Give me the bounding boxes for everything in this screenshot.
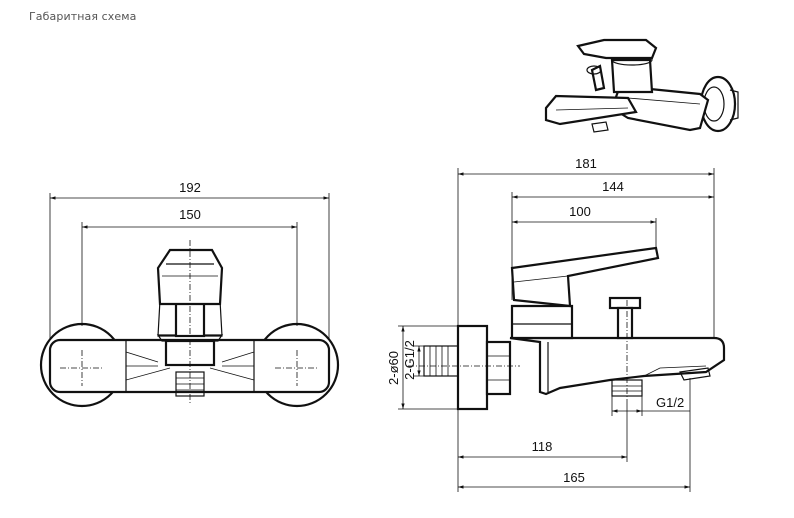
dim-thread-inlet: 2-G1/2 bbox=[402, 340, 417, 380]
front-view-faucet bbox=[39, 240, 340, 408]
dim-side-lever: 100 bbox=[569, 204, 591, 219]
iso-view-faucet bbox=[544, 38, 739, 133]
dim-front-centers: 150 bbox=[179, 207, 201, 222]
front-dimensions: 192 150 bbox=[49, 180, 330, 340]
dim-side-mid: 144 bbox=[602, 179, 624, 194]
dim-front-overall: 192 bbox=[179, 180, 201, 195]
side-dimensions: 181 144 100 118 165 G1/2 2-ø60 2-G1/2 bbox=[386, 156, 715, 492]
dim-side-spout: 165 bbox=[563, 470, 585, 485]
dim-side-wall: 118 bbox=[532, 439, 553, 454]
dim-flange-diameter: 2-ø60 bbox=[386, 351, 401, 385]
dim-side-overall: 181 bbox=[575, 156, 597, 171]
page-title: Габаритная схема bbox=[29, 10, 137, 23]
dim-thread-outlet: G1/2 bbox=[656, 395, 684, 410]
side-view-faucet bbox=[408, 246, 726, 411]
